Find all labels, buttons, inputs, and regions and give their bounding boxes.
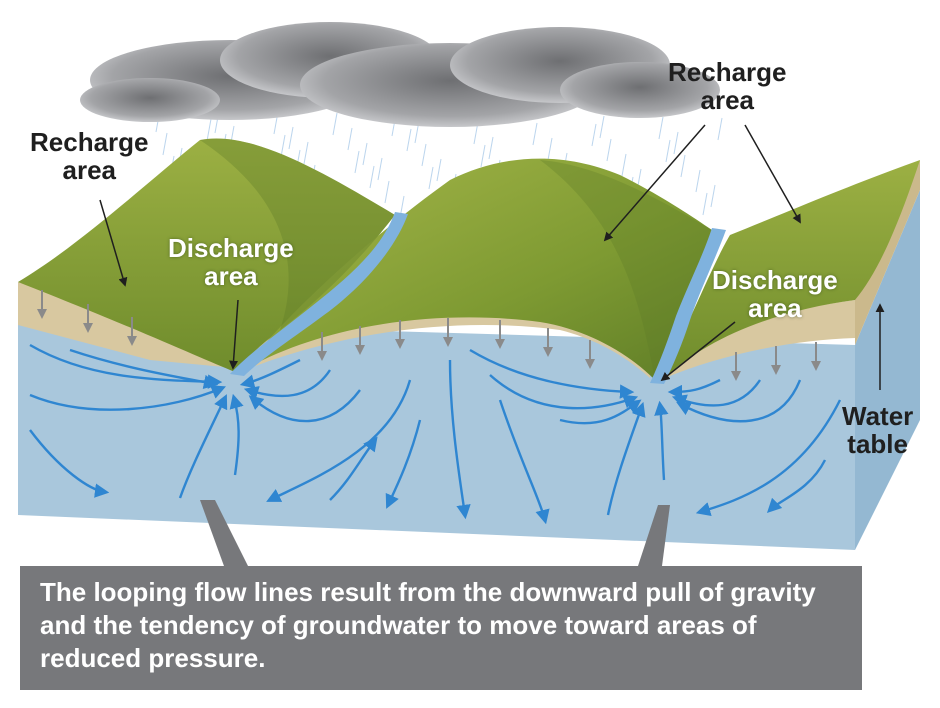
flow-line xyxy=(385,419,422,509)
recharge-area-label-right: Recharge area xyxy=(668,57,787,115)
rain-streak xyxy=(347,127,353,151)
flow-line xyxy=(498,399,550,525)
rain-streak xyxy=(665,139,671,163)
rain-streak xyxy=(680,154,686,178)
groundwater-front-face xyxy=(18,320,855,550)
label-leaders xyxy=(99,124,885,390)
flow-line xyxy=(671,379,761,409)
flow-line xyxy=(178,394,228,499)
flow-line xyxy=(329,436,378,501)
flow-line xyxy=(695,399,842,516)
rain-streak xyxy=(488,136,494,160)
discharge-area-label-right: Discharge area xyxy=(712,265,838,323)
flow-line xyxy=(448,359,471,520)
flow-line xyxy=(606,401,646,516)
flow-line xyxy=(248,389,361,423)
rain-streak xyxy=(354,150,360,174)
rain-streak xyxy=(532,122,538,146)
rain-streak xyxy=(162,132,168,156)
rain-streak xyxy=(695,169,701,193)
leader-recharge-left xyxy=(99,199,128,287)
rain-streak xyxy=(288,126,294,150)
left-hill xyxy=(18,138,395,372)
groundwater-side-face xyxy=(855,190,920,550)
rain-streak xyxy=(280,134,286,158)
rain-streak xyxy=(621,153,627,177)
water-table-label: Water table xyxy=(842,401,914,459)
flow-line xyxy=(69,348,219,390)
right-hill xyxy=(662,160,920,380)
flow-line xyxy=(676,379,802,423)
discharge-area-label-left: Discharge area xyxy=(168,233,294,291)
flow-line xyxy=(29,385,226,411)
rain-streak xyxy=(332,112,338,136)
rain-streak xyxy=(384,180,390,204)
leader-recharge-right-b xyxy=(744,124,801,224)
flow-line xyxy=(229,393,244,476)
flow-line xyxy=(29,429,110,498)
leader-recharge-right-a xyxy=(603,124,706,242)
rain-streak xyxy=(406,128,412,152)
flow-line xyxy=(469,348,635,399)
rain-streak xyxy=(547,137,553,161)
rain-streak xyxy=(369,165,375,189)
rain-streak xyxy=(717,117,723,141)
rain-streak xyxy=(591,123,597,147)
rain-streak xyxy=(206,118,212,142)
storm-cloud xyxy=(80,22,720,127)
rain-streak xyxy=(658,116,664,140)
rain-streak xyxy=(436,158,442,182)
groundwater-flow-lines xyxy=(29,343,842,525)
rain-streak xyxy=(362,142,368,166)
flow-line xyxy=(266,379,412,502)
rain-streak xyxy=(599,115,605,139)
flow-line xyxy=(489,374,639,410)
rain-streak xyxy=(702,192,708,216)
middle-hill xyxy=(240,158,712,380)
leader-discharge-right xyxy=(660,321,736,382)
unsaturated-zone-side xyxy=(855,160,920,345)
middle-hill-shade xyxy=(540,160,712,380)
flow-line xyxy=(243,369,331,400)
rain-streak xyxy=(480,144,486,168)
left-stream xyxy=(230,212,408,376)
caption-box: The looping flow lines result from the d… xyxy=(20,566,862,690)
caption-text: The looping flow lines result from the d… xyxy=(40,577,816,673)
flow-line xyxy=(654,400,669,481)
caption-pointer-right xyxy=(638,505,670,566)
flow-line xyxy=(766,459,827,514)
rain-streak xyxy=(303,141,309,165)
rain-streak xyxy=(606,138,612,162)
rain-streak xyxy=(710,184,716,208)
flow-line xyxy=(667,378,721,400)
recharge-area-label-left: Recharge area xyxy=(30,127,149,185)
rain-streak xyxy=(673,131,679,155)
rain-streak xyxy=(428,166,434,190)
percolation-arrows xyxy=(37,290,821,381)
right-stream xyxy=(650,228,726,384)
rain-streak xyxy=(421,143,427,167)
leader-discharge-left xyxy=(229,299,239,370)
left-hill-shade xyxy=(200,138,395,330)
caption-pointer-left xyxy=(200,500,248,566)
rain-streak xyxy=(377,157,383,181)
flow-line xyxy=(239,358,301,389)
